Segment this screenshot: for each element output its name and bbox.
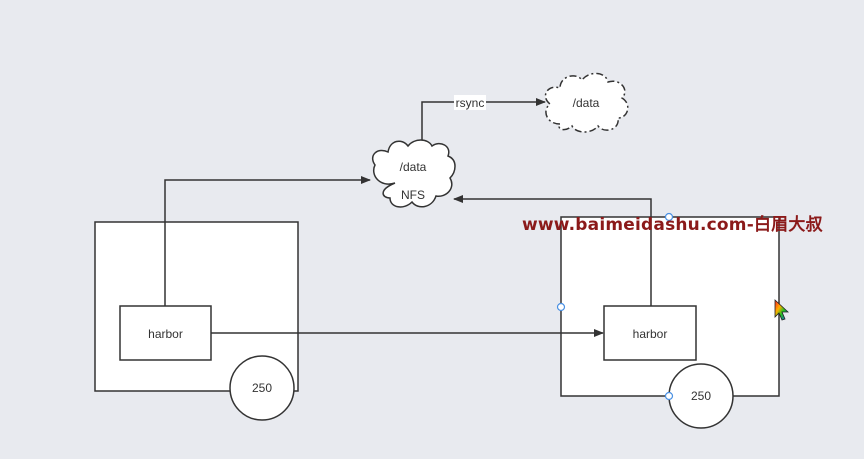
selection-handle-bottom[interactable] <box>664 391 674 401</box>
left-harbor-label: harbor <box>148 327 183 341</box>
colored-arrow-cursor-icon <box>774 299 790 321</box>
nfs-cloud-type-label: NFS <box>401 188 425 202</box>
rsync-label[interactable]: rsync <box>456 96 485 110</box>
left-harbor-node[interactable] <box>119 305 212 361</box>
selection-handle-top[interactable] <box>664 212 674 222</box>
nfs-cloud-path-label: /data <box>400 160 427 174</box>
edge-right-harbor-to-nfs[interactable] <box>453 195 652 306</box>
right-harbor-label: harbor <box>633 327 668 341</box>
right-circle-label: 250 <box>691 389 711 403</box>
left-circle-250[interactable] <box>229 355 295 421</box>
right-harbor-node[interactable] <box>603 305 697 361</box>
edge-nfs-to-data-rsync[interactable] <box>421 98 546 150</box>
nfs-cloud[interactable] <box>371 139 456 208</box>
selection-handle-left[interactable] <box>556 302 566 312</box>
edge-left-harbor-to-nfs[interactable] <box>164 176 371 306</box>
rsync-label-bg <box>454 95 486 110</box>
data-cloud-label: /data <box>573 96 600 110</box>
data-cloud[interactable] <box>544 72 629 133</box>
watermark-text: www.baimeidashu.com-白眉大叔 <box>522 215 823 235</box>
left-circle-label: 250 <box>252 381 272 395</box>
